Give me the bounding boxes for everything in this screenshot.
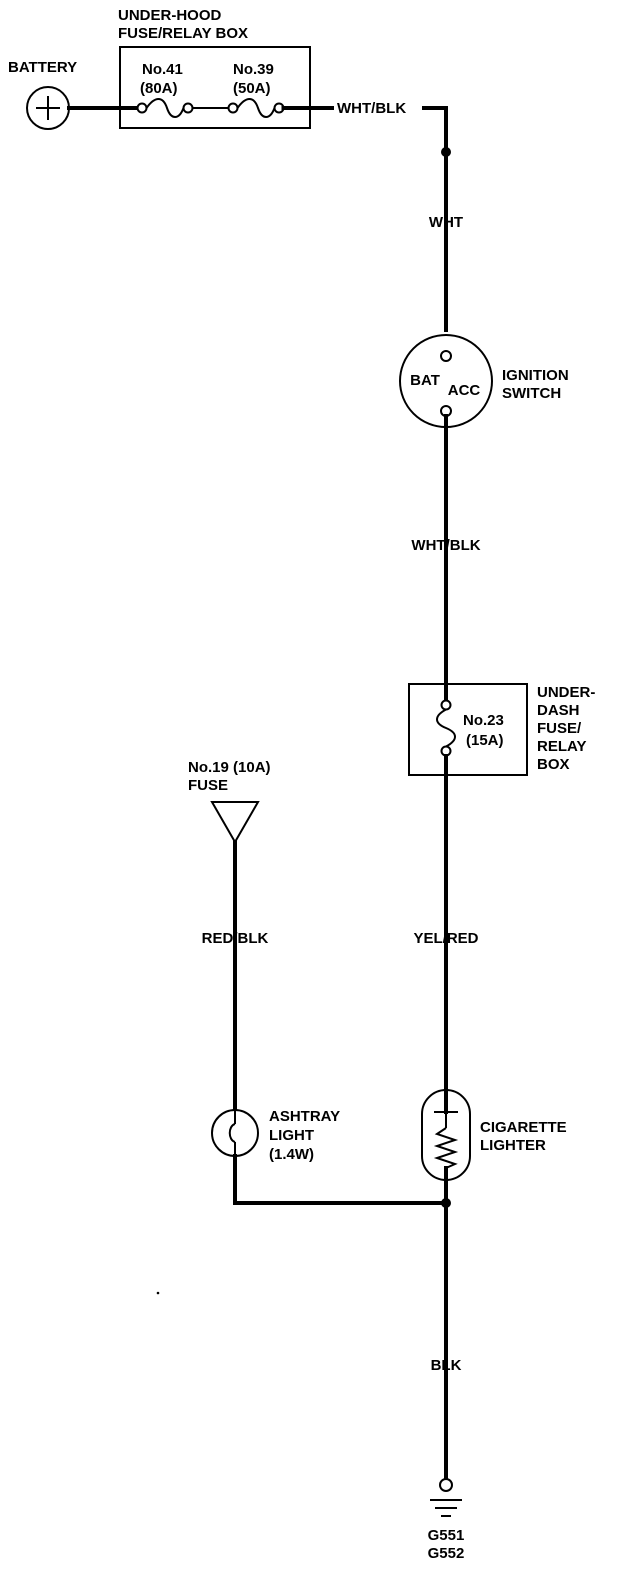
wire-label-wht-blk-mid: WHT/BLK [411,537,480,554]
fuse-23-symbol [436,699,456,757]
fuse-19-terminal-symbol [210,801,260,845]
fuse-41-symbol [136,98,194,118]
under-hood-box-title-1: UNDER-HOOD [118,7,221,24]
wire-ashtray-return [233,1154,448,1205]
wire-label-blk: BLK [431,1357,462,1374]
fuse-23-name: No.23 [463,712,504,729]
fuse-39-symbol [227,98,285,118]
ground-label-2: G552 [428,1545,465,1562]
fuse-23-rating: (15A) [466,732,504,749]
fuse-19-label-1: No.19 (10A) [188,759,271,776]
scan-speck [156,1291,160,1295]
ashtray-light-label-2: LIGHT [269,1127,314,1144]
battery-label: BATTERY [8,59,77,76]
fuse-19-label-2: FUSE [188,777,228,794]
cigarette-lighter-symbol [421,1088,471,1182]
under-hood-fuse-box [119,46,311,129]
under-dash-box-label-1: UNDER- [537,684,595,701]
ignition-bat-terminal: BAT [410,372,440,389]
wire-label-red-blk: RED/BLK [202,930,269,947]
ashtray-light-bulb-symbol [211,1109,259,1157]
ashtray-light-label-1: ASHTRAY [269,1108,340,1125]
under-dash-box-label-4: RELAY [537,738,586,755]
under-hood-box-title-2: FUSE/RELAY BOX [118,25,248,42]
under-dash-box-label-5: BOX [537,756,570,773]
cigarette-lighter-label-2: LIGHTER [480,1137,546,1154]
under-dash-box-label-2: DASH [537,702,580,719]
ignition-switch-label-1: IGNITION [502,367,569,384]
wire-to-ignition [422,106,448,332]
wire-label-yel-red: YEL/RED [413,930,478,947]
cigarette-lighter-label-1: CIGARETTE [480,1119,567,1136]
ground-symbol [430,1478,462,1517]
splice-point-bottom [441,1198,451,1208]
wire-label-wht: WHT [429,214,463,231]
ignition-acc-terminal: ACC [448,382,481,399]
battery-symbol [26,86,70,130]
ashtray-light-label-3: (1.4W) [269,1146,314,1163]
ground-label-1: G551 [428,1527,465,1544]
fuse-39-rating: (50A) [233,80,271,97]
under-dash-box-label-3: FUSE/ [537,720,582,737]
ignition-switch-label-2: SWITCH [502,385,561,402]
fuse-39-name: No.39 [233,61,274,78]
wire-label-wht-blk-top: WHT/BLK [337,100,406,117]
fuse-41-rating: (80A) [140,80,178,97]
under-dash-fuse-box [408,683,528,776]
splice-point-top [441,147,451,157]
fuse-41-name: No.41 [142,61,183,78]
